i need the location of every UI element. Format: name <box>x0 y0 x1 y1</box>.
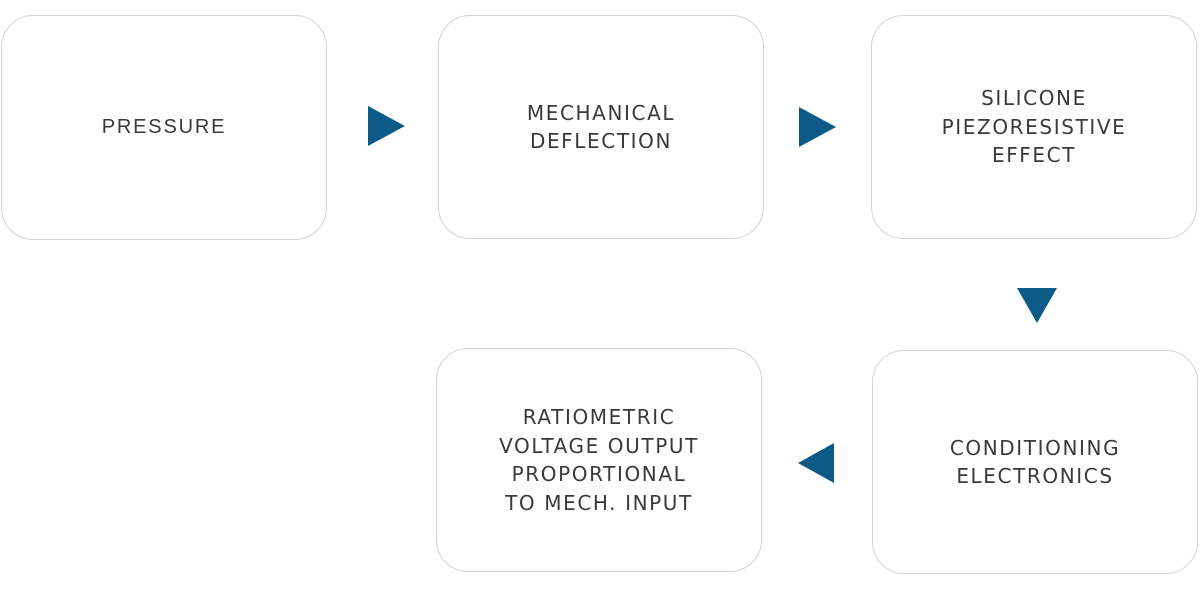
arrow-right-icon <box>368 106 405 146</box>
arrow-left-icon <box>798 443 834 483</box>
node-label: SILICONE PIEZORESISTIVE EFFECT <box>941 86 1127 168</box>
arrow-right-icon <box>799 107 836 147</box>
node-mechanical-deflection: MECHANICAL DEFLECTION <box>438 15 764 239</box>
node-pressure: PRESSURE <box>1 15 327 240</box>
node-label: CONDITIONING ELECTRONICS <box>949 435 1121 489</box>
node-label: PRESSURE <box>101 116 227 139</box>
node-label: RATIOMETRIC VOLTAGE OUTPUT PROPORTIONAL … <box>499 405 699 515</box>
node-ratiometric-voltage-output: RATIOMETRIC VOLTAGE OUTPUT PROPORTIONAL … <box>436 348 762 572</box>
node-label: MECHANICAL DEFLECTION <box>526 100 676 154</box>
arrow-down-icon <box>1017 288 1057 323</box>
node-silicone-piezoresistive-effect: SILICONE PIEZORESISTIVE EFFECT <box>871 15 1197 239</box>
node-conditioning-electronics: CONDITIONING ELECTRONICS <box>872 350 1198 574</box>
